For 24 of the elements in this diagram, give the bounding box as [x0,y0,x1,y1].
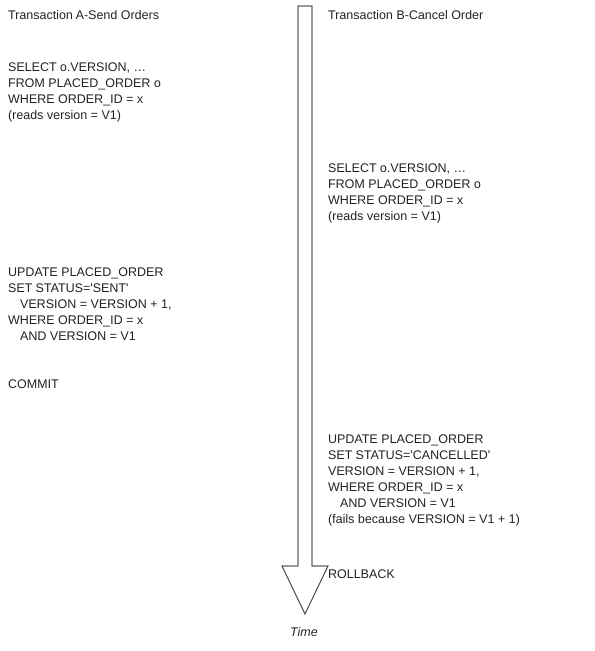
sql-line: SET STATUS='SENT' [8,281,128,296]
sql-line: FROM PLACED_ORDER o [8,76,161,91]
sql-line: VERSION = VERSION + 1, [328,464,480,479]
axis-label: Time [290,625,318,640]
column-heading: Transaction A-Send Orders [8,8,159,23]
sql-line: AND VERSION = V1 [340,496,456,511]
sql-line: WHERE ORDER_ID = x [8,92,144,107]
note: (reads version = V1) [328,209,441,224]
sql-line: COMMIT [8,377,59,392]
sql-line: AND VERSION = V1 [20,329,136,344]
sql-line: SELECT o.VERSION, … [328,161,466,176]
sql-line: FROM PLACED_ORDER o [328,177,481,192]
sql-line: WHERE ORDER_ID = x [8,313,144,328]
sql-line: ROLLBACK [328,567,395,582]
sql-line: SELECT o.VERSION, … [8,60,146,75]
note: (reads version = V1) [8,108,121,123]
sql-line: WHERE ORDER_ID = x [328,480,464,495]
sql-line: WHERE ORDER_ID = x [328,193,464,208]
sql-line: UPDATE PLACED_ORDER [8,265,164,280]
sql-line: UPDATE PLACED_ORDER [328,432,484,447]
column-heading: Transaction B-Cancel Order [328,8,484,23]
sql-line: VERSION = VERSION + 1, [20,297,172,312]
sql-line: SET STATUS='CANCELLED' [328,448,490,463]
note: (fails because VERSION = V1 + 1) [328,512,520,527]
